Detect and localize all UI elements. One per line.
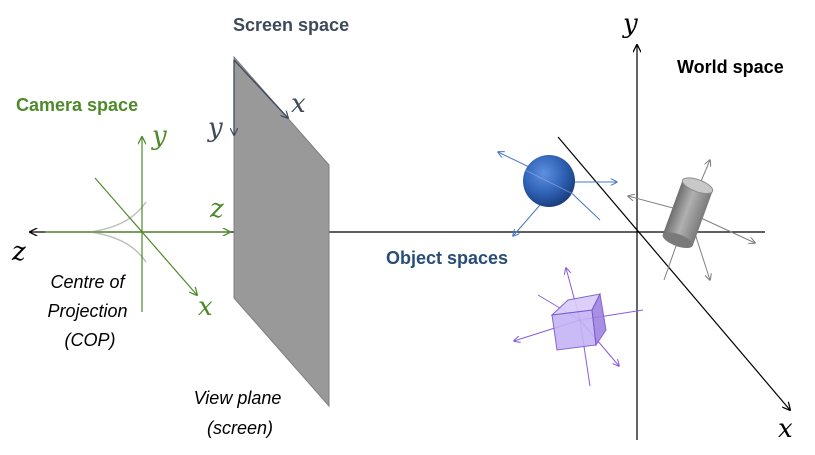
- screen-y-label: y: [207, 113, 223, 143]
- sphere: [523, 155, 575, 207]
- frustum-curve-lower: [89, 231, 147, 263]
- sphere-axis-overlay: [524, 169, 576, 196]
- cop-label-line-2: Projection: [47, 301, 127, 321]
- cylinder-object: [628, 160, 755, 280]
- cop-label-line-3: (COP): [65, 330, 116, 350]
- camera-space-label: Camera space: [16, 95, 138, 115]
- screen-x-label: x: [291, 89, 306, 119]
- cylinder-top: [681, 177, 714, 195]
- camera-y-label: y: [151, 121, 167, 151]
- cube-front-face: [551, 309, 597, 351]
- cube-object: [514, 268, 644, 387]
- view-plane-label-line-2: (screen): [207, 418, 273, 438]
- cube-side-face: [591, 292, 607, 347]
- camera-x-label: x: [198, 292, 213, 322]
- cylinder-body: [662, 180, 713, 246]
- world-x-label: x: [778, 414, 793, 444]
- camera-z-label: z: [209, 194, 224, 224]
- screen-x-axis: [233, 59, 288, 118]
- world-y-label: y: [622, 9, 638, 39]
- camera-x-axis: [94, 177, 197, 295]
- main-z-label: z: [11, 237, 26, 267]
- cop-label-line-1: Centre of: [50, 272, 126, 292]
- camera-space-axes: y z x: [45, 121, 230, 322]
- view-plane-label-line-1: View plane: [194, 388, 282, 408]
- world-x-axis: [557, 136, 790, 410]
- cop-label: Centre of Projection (COP): [47, 272, 132, 350]
- cylinder-bottom: [662, 232, 693, 249]
- view-plane: [233, 55, 330, 408]
- screen-space-label: Screen space: [233, 15, 349, 35]
- object-spaces-label: Object spaces: [386, 248, 508, 268]
- view-plane-label: View plane (screen): [194, 388, 287, 438]
- screen-space-axes: x y: [207, 59, 306, 143]
- world-space-label: World space: [677, 57, 784, 77]
- sphere-object: [498, 152, 617, 236]
- frustum-curve-upper: [89, 201, 147, 233]
